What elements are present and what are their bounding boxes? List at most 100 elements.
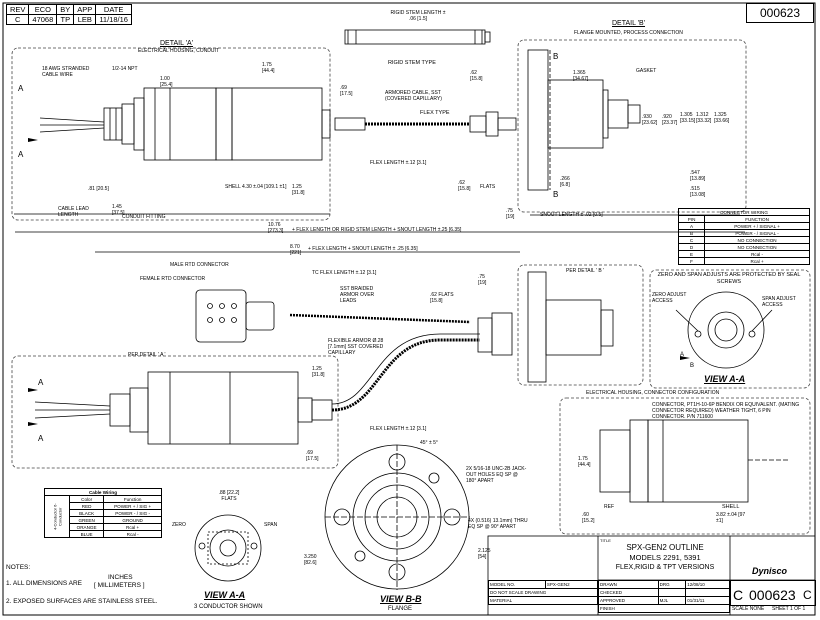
dim-1312: 1.312 [33.32] <box>696 112 712 124</box>
material-label: MATERIAL <box>488 596 598 605</box>
shell-dim: 3.82 ±.04 [97 ±1] <box>716 512 746 524</box>
cable-function: Rcal + <box>103 523 162 531</box>
flats-label: FLATS <box>480 184 496 190</box>
revision-table: REV ECO BY APP DATE C 47068 TP LEB 11/18… <box>5 4 132 25</box>
do-not-scale: DO NOT SCALE DRAWING <box>488 588 598 597</box>
cable-function: POWER + / SIG + <box>103 502 162 510</box>
cw-function: NO CONNECTION <box>704 236 810 244</box>
dim-69-a: .69 [17.5] <box>340 85 353 97</box>
app-value: LEB <box>73 14 97 25</box>
dim-75-lower: .75 [19] <box>478 274 487 286</box>
cable-function: GROUND <box>103 516 162 524</box>
cw-pin-header: PIN <box>677 215 706 223</box>
span-adjust-label: SPAN ADJUST ACCESS <box>762 296 796 308</box>
conduit-fitting-label: CONDUIT FITTING <box>122 214 166 220</box>
note-2: 2. EXPOSED SURFACES ARE STAINLESS STEEL. <box>6 598 158 605</box>
tc-flex-label: TC FLEX LENGTH ±.12 [3.1] <box>312 270 377 276</box>
flex-armor-label: FLEXIBLE ARMOR Ø.28 [7.1mm] SST COVERED … <box>328 338 384 356</box>
cw-pin: D <box>677 243 706 251</box>
cable-lead-label: CABLE LEAD LENGTH <box>58 206 89 218</box>
sst-braided-label: SST BRAIDED ARMOR OVER LEADS <box>340 286 375 304</box>
dim-870: 8.70 [221] <box>290 244 302 256</box>
detail-b-subtitle: FLANGE MOUNTED, PROCESS CONNECTION <box>574 30 683 36</box>
dim-870-rest: + FLEX LENGTH + SNOUT LENGTH ± .25 [6.35… <box>308 246 418 252</box>
angle-label: 45° ± 5° <box>420 440 438 446</box>
title-line-2: MODELS 2291, 5391 <box>629 553 701 562</box>
connector-note: CONNECTOR, PT1H-10-6P BENDIX OR EQUIVALE… <box>652 402 800 420</box>
dim-515: .515 [13.08] <box>690 186 706 198</box>
view-bb-title: VIEW B-B <box>380 594 422 604</box>
cw-pin: E <box>677 250 706 258</box>
gasket-label: GASKET <box>636 68 657 74</box>
dim-2125: 2.125 [54] <box>478 548 491 560</box>
zero-span-title: ZERO AND SPAN ADJUSTS ARE PROTECTED BY S… <box>657 272 801 285</box>
cw-function: POWER - / SIGNAL - <box>704 229 810 237</box>
note-1: 1. ALL DIMENSIONS ARE <box>6 580 82 587</box>
zero-adjust-label: ZERO ADJUST ACCESS <box>652 292 687 304</box>
section-a-bottom: A <box>18 150 24 159</box>
detail-b-title: DETAIL 'B' <box>612 20 646 27</box>
dim-125-lower: 1.25 [31.8] <box>312 366 325 378</box>
zs-a: A <box>680 352 685 358</box>
notes-title: NOTES: <box>6 564 31 571</box>
dim-145: 1.45 [37.5] <box>112 204 125 216</box>
rev-value-tb: C <box>803 588 812 602</box>
drawn-value: DRG <box>657 580 687 589</box>
title-line-3: FLEX,RIGID & TPT VERSIONS <box>615 564 715 571</box>
section-b-bottom: B <box>553 190 559 199</box>
cable-group-label: 4-Conductor 6-Conductor <box>44 495 70 538</box>
cable-function-header: Function <box>103 495 162 503</box>
title-label: TITLE <box>600 538 611 543</box>
dim-62-flex: .62 [15.8] <box>458 180 471 192</box>
flex-type-label: FLEX TYPE <box>420 110 450 116</box>
finish-label: FINISH <box>598 604 730 613</box>
dim-75-b: .75 [19] <box>506 208 515 220</box>
rigid-stem-type: RIGID STEM TYPE <box>388 60 436 66</box>
checked-label: CHECKED <box>598 588 659 597</box>
female-rtd-label: FEMALE RTD CONNECTOR <box>140 276 206 282</box>
section-a-lower-top: A <box>38 378 44 387</box>
scale-value: SCALE NONE <box>732 606 765 612</box>
cable-function: POWER - / SIG - <box>103 509 162 517</box>
dim-100: 1.00 [25.4] <box>160 76 173 88</box>
cable-function: Rcal - <box>103 530 162 538</box>
approved-value: MJL <box>657 596 687 605</box>
per-detail-a: PER DETAIL ' A ' <box>128 352 166 358</box>
dim-266: .266 [6.8] <box>560 176 570 188</box>
title-block-left: MODEL NO.SPX-GEN2 DO NOT SCALE DRAWING M… <box>488 580 599 605</box>
snout-length: SNOUT LENGTH ± .02 [0.5] <box>540 212 603 218</box>
drawn-label: DRAWN <box>598 580 659 589</box>
by-value: TP <box>56 14 75 25</box>
cw-pin: C <box>677 236 706 244</box>
date-value: 11/18/16 <box>95 14 132 25</box>
model-value: SPX-GEN2 <box>544 580 599 589</box>
wire-label: 18 AWG STRANDED CABLE WIRE <box>42 66 90 78</box>
dim-1325: 1.325 [33.66] <box>714 112 730 124</box>
cable-wiring-table: Cable Wiring 4-Conductor 6-Conductor Col… <box>44 488 162 538</box>
dim-1076: 10.76 [273.3] <box>268 222 284 234</box>
cable-color: BLUE <box>68 530 105 538</box>
sheet-value: SHEET 1 OF 1 <box>772 606 806 612</box>
dwg-number-box: C 000623 C <box>730 580 816 606</box>
section-a-top: A <box>18 84 24 93</box>
thru-holes-label: 4X (0.516) 13.1mm) THRU EQ SP @ 90° APAR… <box>468 518 528 530</box>
span-label-bottom: SPAN <box>264 522 278 528</box>
cw-function: Rcal + <box>704 257 810 265</box>
dim-920: .920 [23.37] <box>662 114 678 126</box>
flex-length-lower: FLEX LENGTH ±.12 [3.1] <box>370 426 427 432</box>
armored-cable-label: ARMORED CABLE, SST (COVERED CAPILLARY) <box>385 90 442 102</box>
view-aa-title-bottom: VIEW A-A <box>204 590 246 600</box>
cable-color: RED <box>68 502 105 510</box>
dim-1076-rest: + FLEX LENGTH OR RIGID STEM LENGTH + SNO… <box>292 227 462 233</box>
flats-88: .88 [22.2] FLATS <box>218 490 240 502</box>
ref-label: REF <box>604 504 614 510</box>
dim-62-rigid: .62 [15.8] <box>470 70 483 82</box>
cw-pin: F <box>677 257 706 265</box>
jackout-label: 2X 5/16-18 UNC-2B JACK-OUT HOLES EQ SP @… <box>466 466 527 484</box>
flex-length-top: FLEX LENGTH ±.12 [3.1] <box>370 160 427 166</box>
dim-shell: SHELL 4.30 ±.04 [109.1 ±1] <box>225 184 287 190</box>
size-value: C <box>733 587 744 603</box>
approved-label: APPROVED <box>598 596 659 605</box>
